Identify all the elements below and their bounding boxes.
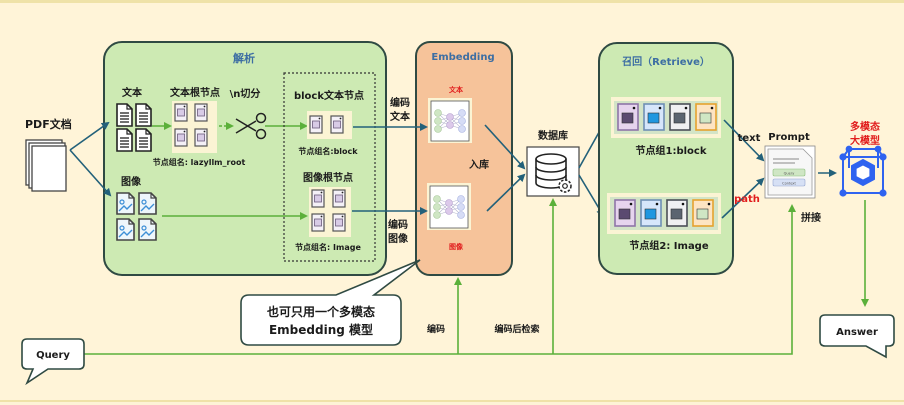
block-nodes-icon — [307, 111, 352, 139]
text-root-group-name: 节点组名: lazyllm_root — [153, 157, 246, 167]
concat-label: 拼接 — [801, 211, 821, 224]
database-label: 数据库 — [538, 129, 568, 142]
answer-bubble-text: Answer — [836, 327, 878, 338]
encode-text-label-2: 文本 — [390, 110, 411, 123]
image-root-label: 图像根节点 — [303, 171, 353, 184]
image-group-name: 节点组名: Image — [295, 242, 361, 252]
retrieved-node-card — [617, 103, 639, 131]
retrieved-node-card — [666, 199, 688, 227]
prompt-query-bar — [772, 168, 806, 177]
image-embedding-label: 图像 — [449, 242, 464, 251]
retrieved-node-card — [669, 103, 691, 131]
encode-label: 编码 — [427, 323, 445, 335]
text-root-label: 文本根节点 — [170, 86, 220, 99]
retrieve-title: 召回（Retrieve） — [622, 55, 710, 68]
callout-line-1: 也可只用一个多模态 — [267, 304, 375, 319]
block-group-name: 节点组名:block — [298, 146, 358, 156]
text-embedding-label: 文本 — [449, 85, 463, 94]
embedding-title: Embedding — [431, 52, 494, 63]
text-label: 文本 — [122, 86, 143, 99]
encode-image-label-1: 编码 — [388, 218, 408, 231]
answer-bubble: Answer — [819, 314, 895, 359]
multimodal-embedding-callout: 也可只用一个多模态 Embedding 模型 — [240, 259, 421, 346]
group2-nodes — [614, 199, 714, 227]
text-edge-label: text — [738, 133, 761, 144]
node-groups-box — [283, 72, 376, 262]
image-embedding-model-icon — [427, 183, 471, 230]
gear-icon — [558, 179, 572, 193]
block-title: block文本节点 — [294, 89, 364, 102]
arrow-image-embedding-to-db — [486, 173, 526, 212]
arrow-pdf-to-image — [69, 149, 112, 197]
scissors-icon — [235, 112, 267, 140]
callout-line-2: Embedding 模型 — [269, 322, 373, 337]
query-bubble: Query — [21, 338, 85, 386]
retrieved-node-card — [643, 103, 665, 131]
retrieve-panel: 召回（Retrieve） 节点组1:block 节点组2: Image — [598, 42, 734, 275]
database: 数据库 — [526, 129, 580, 197]
llm-cube-icon — [839, 145, 887, 197]
retrieved-node-card — [695, 103, 717, 131]
split-label: \n切分 — [230, 87, 261, 100]
prompt: Prompt Query Context — [764, 132, 816, 199]
embedding-panel: Embedding 文本 入库 图像 — [415, 41, 513, 276]
arrow-group1-to-prompt — [723, 119, 765, 162]
text-embedding-model-icon — [428, 98, 472, 143]
arrow-pdf-to-text — [69, 121, 110, 151]
parse-panel: 解析 文本 文本根节点 节点组名: lazyllm_root \n切分 图像 — [103, 41, 387, 276]
pdf-stack-icon — [25, 139, 67, 192]
image-root-nodes-icon — [309, 187, 351, 237]
retrieved-node-card — [640, 199, 662, 227]
encode-text-label-1: 编码 — [390, 96, 410, 109]
text-root-nodes-icon — [172, 101, 217, 153]
prompt-context-bar — [772, 178, 806, 187]
encode-search-label: 编码后检索 — [494, 323, 539, 335]
query-bubble-text: Query — [36, 350, 70, 361]
image-label: 图像 — [121, 175, 142, 188]
store-label: 入库 — [469, 158, 489, 171]
pdf-document: PDF文档 — [25, 117, 72, 192]
retrieved-node-card — [614, 199, 636, 227]
path-edge-label: path — [734, 194, 760, 205]
rag-pipeline-diagram: PDF文档 解析 文本 文本根节点 节点组名: lazyllm_root \n切… — [21, 41, 895, 386]
prompt-context-text: Context — [782, 182, 796, 186]
prompt-query-text: Query — [784, 172, 795, 176]
pdf-label: PDF文档 — [25, 117, 72, 131]
arrow-text-embedding-to-db — [484, 124, 526, 170]
arrow-query-to-prompt — [84, 204, 796, 355]
arrow-group2-to-prompt — [721, 177, 765, 219]
parse-panel-title: 解析 — [233, 51, 255, 65]
prompt-label: Prompt — [768, 132, 810, 143]
llm-label-1: 多模态 — [850, 120, 880, 133]
retrieved-node-card — [692, 199, 714, 227]
group1-nodes — [617, 103, 717, 131]
llm-label-2: 大模型 — [850, 134, 880, 147]
encode-image-label-2: 图像 — [388, 232, 409, 245]
group2-label: 节点组2: Image — [629, 239, 708, 252]
multimodal-llm: 多模态 大模型 — [839, 120, 887, 197]
group1-label: 节点组1:block — [636, 144, 707, 157]
